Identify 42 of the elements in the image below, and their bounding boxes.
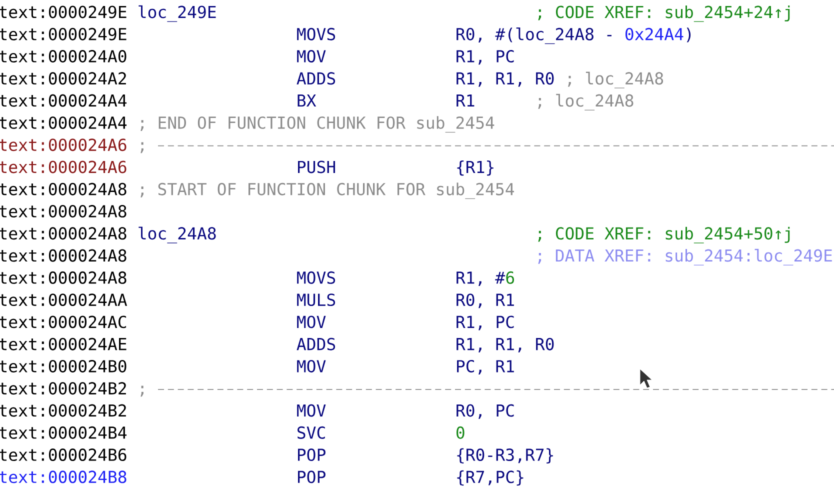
instruction-operand: PC, R1 [457,360,514,375]
instruction-mnemonic: PUSH [298,160,336,174]
instruction-mnemonic: MOVS [297,271,336,284]
code-label: loc_24A8 [138,226,216,244]
instruction-mnemonic: MOVS [297,28,336,40]
instruction-operand: R1, PC [456,316,514,330]
instruction-operand: {R7,PC} [457,470,524,486]
xref-comment: ; CODE XREF: sub_2454+50↑j [538,226,790,244]
instruction-operand: R1, PC [456,50,514,65]
instruction-operand: 0 [456,426,464,439]
xref-comment: ; DATA XREF: sub_2454:loc_249E [538,248,832,266]
instruction-mnemonic: MULS [297,294,336,306]
instruction-operand: R0, #(loc_24A8 - [456,28,612,44]
comment-text: ; START OF FUNCTION CHUNK FOR sub_2454 [140,182,514,199]
comment-text: ; loc_24A8 [538,94,634,110]
instruction-mnemonic: BX [298,94,316,107]
comment-text: ; loc_24A8 [568,72,664,88]
instruction-mnemonic: ADDS [296,338,336,350]
instruction-mnemonic: MOV [297,360,326,372]
instruction-mnemonic: MOV [297,404,326,417]
instruction-operand: {R0-R3,R7} [457,448,553,464]
instruction-operand: R1 [456,94,474,107]
instruction-mnemonic: MOV [297,316,326,328]
instruction-mnemonic: SVC [298,426,325,439]
instruction-operand: R0, PC [456,404,514,419]
xref-comment: ; CODE XREF: sub_2454+24↑j [538,5,790,22]
instruction-operand: ) [686,28,691,42]
instruction-mnemonic: POP [298,470,326,484]
comment-text: ; [140,386,144,397]
instruction-operand: 6 [506,271,514,284]
instruction-mnemonic: POP [298,448,326,462]
instruction-mnemonic: MOV [297,50,326,62]
instruction-operand: {R1} [457,160,494,176]
instruction-operand: R1, # [456,272,506,286]
instruction-mnemonic: ADDS [296,72,336,85]
instruction-operand: R1, R1, R0 [456,338,554,352]
code-label: loc_249E [138,5,216,22]
instruction-operand: 0x24A4 [626,28,684,40]
instruction-operand: R1, R1, R0 [456,72,554,87]
comment-text: ; [140,142,144,154]
instruction-operand: R0, R1 [456,294,514,308]
comment-text: ; END OF FUNCTION CHUNK FOR sub_2454 [140,116,494,133]
